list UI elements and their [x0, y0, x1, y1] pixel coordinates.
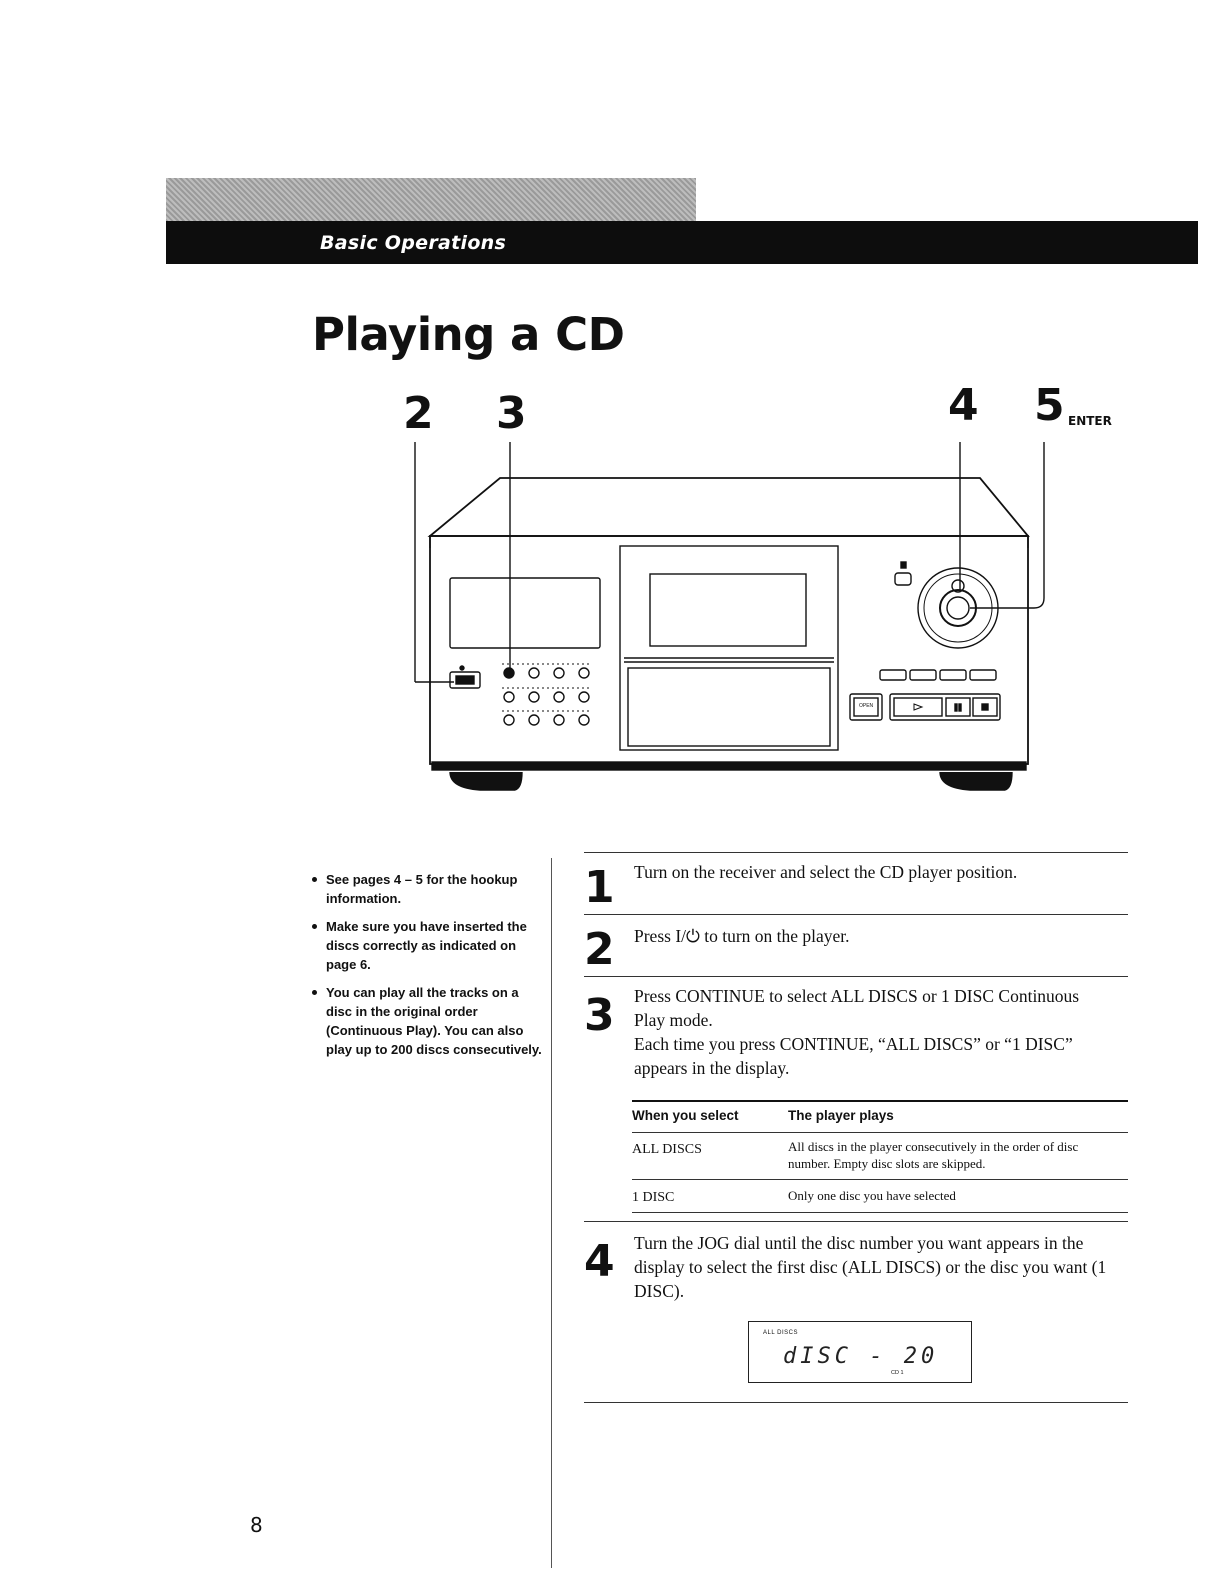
table-cell: ALL DISCS	[632, 1142, 702, 1157]
table-cell: All discs in the player consecutively in…	[788, 1139, 1079, 1171]
display-readout: dISC - 20	[783, 1344, 939, 1369]
step-1-text: Turn on the receiver and select the CD p…	[634, 862, 1018, 882]
callout-2: 2	[403, 388, 434, 439]
step-rule	[584, 1402, 1128, 1403]
notes-list: See pages 4 – 5 for the hookup informati…	[310, 870, 542, 1068]
step-1-number: 1	[584, 862, 615, 913]
step-2-text: Press I/⏻ to turn on the player.	[634, 926, 850, 946]
table-cell: Only one disc you have selected	[788, 1188, 956, 1203]
step-rule	[584, 1221, 1128, 1222]
header-bar	[166, 221, 1198, 264]
step-rule	[584, 976, 1128, 977]
step-3-note: Each time you press CONTINUE, “ALL DISCS…	[634, 1034, 1073, 1078]
step-4-number: 4	[584, 1236, 615, 1287]
callout-enter-label: ENTER	[1068, 414, 1112, 428]
cd-player-illustration	[414, 442, 1045, 791]
step-3-text: Press CONTINUE to select ALL DISCS or 1 …	[634, 986, 1080, 1030]
step-rule	[584, 914, 1128, 915]
callout-5: 5	[1034, 380, 1065, 431]
display-mode-indicator: ALL DISCS	[763, 1330, 798, 1336]
page-number: 8	[250, 1513, 263, 1537]
table-header-cell: When you select	[632, 1108, 739, 1123]
table-header-row: When you select The player plays	[632, 1102, 1128, 1133]
note-item: Make sure you have inserted the discs co…	[310, 917, 542, 974]
open-button-label: OPEN	[859, 703, 874, 709]
table-top-rule	[632, 1100, 1128, 1102]
table-cell: 1 DISC	[632, 1190, 675, 1205]
step-3-number: 3	[584, 990, 615, 1041]
column-divider	[551, 858, 552, 1568]
lcd-display: ALL DISCS dISC - 20 CD 1	[748, 1321, 972, 1383]
table-header-cell: The player plays	[788, 1108, 894, 1123]
note-item: See pages 4 – 5 for the hookup informati…	[310, 870, 542, 908]
step-rule	[584, 852, 1128, 853]
section-title: Basic Operations	[320, 232, 507, 254]
callout-3: 3	[496, 388, 527, 439]
step-2-number: 2	[584, 924, 615, 975]
page-title: Playing a CD	[312, 308, 625, 361]
mode-button-grid	[502, 663, 592, 726]
mode-table: When you select The player plays ALL DIS…	[632, 1100, 1128, 1213]
table-row: ALL DISCS All discs in the player consec…	[632, 1133, 1128, 1180]
note-item: You can play all the tracks on a disc in…	[310, 983, 542, 1059]
step-4-text: Turn the JOG dial until the disc number …	[634, 1233, 1107, 1301]
callout-4: 4	[948, 380, 979, 431]
table-row: 1 DISC Only one disc you have selected	[632, 1180, 1128, 1213]
display-cd-indicator: CD 1	[891, 1370, 904, 1376]
